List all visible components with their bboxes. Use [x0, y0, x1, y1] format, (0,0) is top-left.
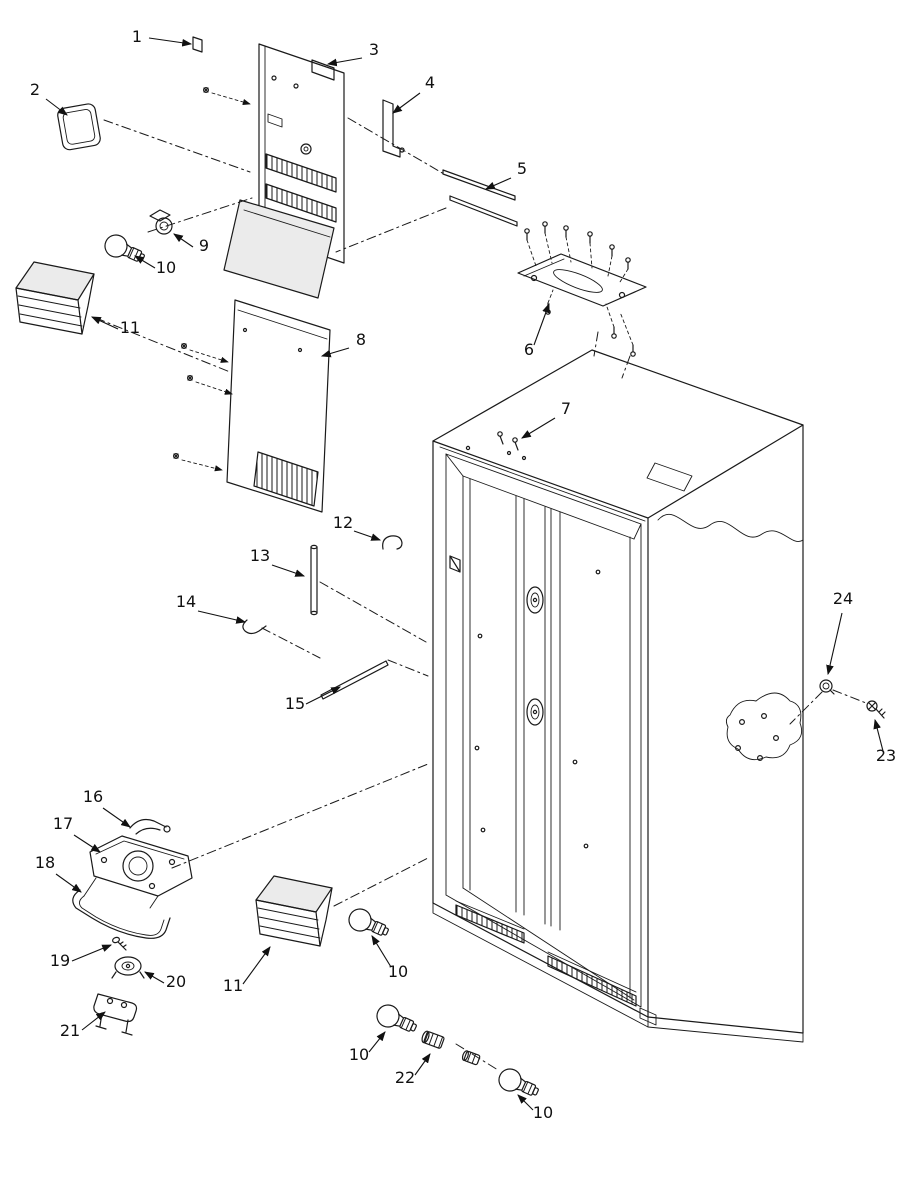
- part-2-lens-cover: [57, 103, 101, 151]
- callout-label-9: 9: [199, 236, 209, 255]
- callout-label-2: 2: [30, 80, 40, 99]
- leader-4: [392, 92, 421, 114]
- leader-23: [873, 718, 884, 752]
- callout-label-11-b: 11: [223, 976, 243, 995]
- leader-20: [144, 971, 165, 984]
- part-9-lamp-socket: [149, 209, 173, 235]
- callout-label-14: 14: [176, 592, 196, 611]
- part-21-bracket: [93, 993, 138, 1036]
- part-13-drain-tube: [310, 544, 318, 616]
- callout-label-1: 1: [132, 27, 142, 46]
- part-10-light-bulb-b: [348, 908, 389, 936]
- callout-label-10-a: 10: [156, 258, 176, 277]
- part-11-light-shield-a: [15, 261, 95, 335]
- leader-6: [533, 302, 550, 346]
- part-18-gasket: [72, 889, 171, 939]
- leader-19: [71, 944, 113, 962]
- leader-22: [414, 1053, 431, 1076]
- mullion-recess-upper: [526, 586, 544, 614]
- leader-21: [81, 1011, 106, 1031]
- callout-label-4: 4: [425, 73, 435, 92]
- part-3-upper-panel: [258, 43, 345, 264]
- assembly-lines: [95, 117, 867, 1071]
- part-20-motor: [111, 956, 145, 979]
- leader-lines: [45, 37, 884, 1111]
- leader-8: [320, 347, 350, 358]
- part-22-coupler: [421, 1030, 481, 1066]
- leader-10d: [517, 1094, 534, 1111]
- leader-12: [353, 530, 382, 541]
- leader-18: [55, 873, 82, 893]
- callout-label-10-d: 10: [533, 1103, 553, 1122]
- part-5-heater-rods: [442, 169, 518, 227]
- callouts: 1 2 3 4 5 6 7 8 9 10 11 12 13 14 15 16 1…: [30, 27, 896, 1122]
- insert-arrows: [181, 92, 251, 472]
- part-10-light-bulb-a: [104, 234, 145, 262]
- part-23-screw: [866, 700, 886, 719]
- callout-label-19: 19: [50, 951, 70, 970]
- leader-10a: [134, 255, 156, 269]
- leader-5: [484, 177, 512, 190]
- part-11-light-shield-b: [255, 875, 333, 947]
- leader-10b: [371, 935, 392, 968]
- cabinet: [432, 349, 804, 1043]
- leader-17: [73, 834, 101, 853]
- callout-label-3: 3: [369, 40, 379, 59]
- callout-label-17: 17: [53, 814, 73, 833]
- part-15-rod: [320, 660, 389, 700]
- part-19-screw: [112, 936, 127, 951]
- callout-label-7: 7: [561, 399, 571, 418]
- callout-label-22: 22: [395, 1068, 415, 1087]
- callout-label-12: 12: [333, 513, 353, 532]
- leader-15: [305, 686, 341, 705]
- leader-11b: [242, 946, 271, 985]
- callout-label-11-a: 11: [120, 318, 140, 337]
- leader-11a: [91, 316, 119, 330]
- leader-7: [521, 417, 556, 439]
- callout-label-10-c: 10: [349, 1045, 369, 1064]
- callout-label-13: 13: [250, 546, 270, 565]
- part-10-light-bulb-c: [376, 1004, 417, 1032]
- mullion-recess-lower: [526, 698, 544, 726]
- callout-label-20: 20: [166, 972, 186, 991]
- callout-label-21: 21: [60, 1021, 80, 1040]
- callout-label-24: 24: [833, 589, 853, 608]
- loose-screws: [203, 86, 210, 93]
- part-17-mounting-plate: [83, 835, 193, 909]
- leader-10c: [368, 1031, 386, 1053]
- leader-24: [826, 612, 843, 676]
- leader-14: [197, 610, 247, 624]
- callout-label-5: 5: [517, 159, 527, 178]
- part-14-clip-hook: [242, 619, 267, 635]
- part-24-grommet: [819, 679, 835, 695]
- part-7-screws: [497, 431, 527, 461]
- part-16-wire-clip: [129, 818, 171, 835]
- floor-rail-left: [455, 900, 525, 944]
- leader-1: [148, 37, 193, 47]
- leader-16: [102, 807, 131, 828]
- callout-label-6: 6: [524, 340, 534, 359]
- part-4-bracket: [382, 99, 405, 158]
- leader-3: [326, 57, 363, 67]
- leader-2: [45, 98, 68, 116]
- leader-13: [271, 564, 306, 577]
- callout-label-18: 18: [35, 853, 55, 872]
- leader-9: [173, 233, 194, 248]
- part-8-evaporator-cover: [173, 299, 331, 513]
- callout-label-10-b: 10: [388, 962, 408, 981]
- deflector-panel: [223, 199, 335, 299]
- callout-label-23: 23: [876, 746, 896, 765]
- part-1-clip: [192, 36, 203, 53]
- floor-rail-right: [547, 951, 637, 1007]
- callout-label-16: 16: [83, 787, 103, 806]
- side-panel-cutout: [725, 692, 803, 761]
- callout-label-15: 15: [285, 694, 305, 713]
- part-12-clip-hook: [382, 535, 403, 550]
- part-6-bracket-assembly: [517, 221, 647, 357]
- part-10-light-bulb-d: [498, 1068, 539, 1096]
- callout-label-8: 8: [356, 330, 366, 349]
